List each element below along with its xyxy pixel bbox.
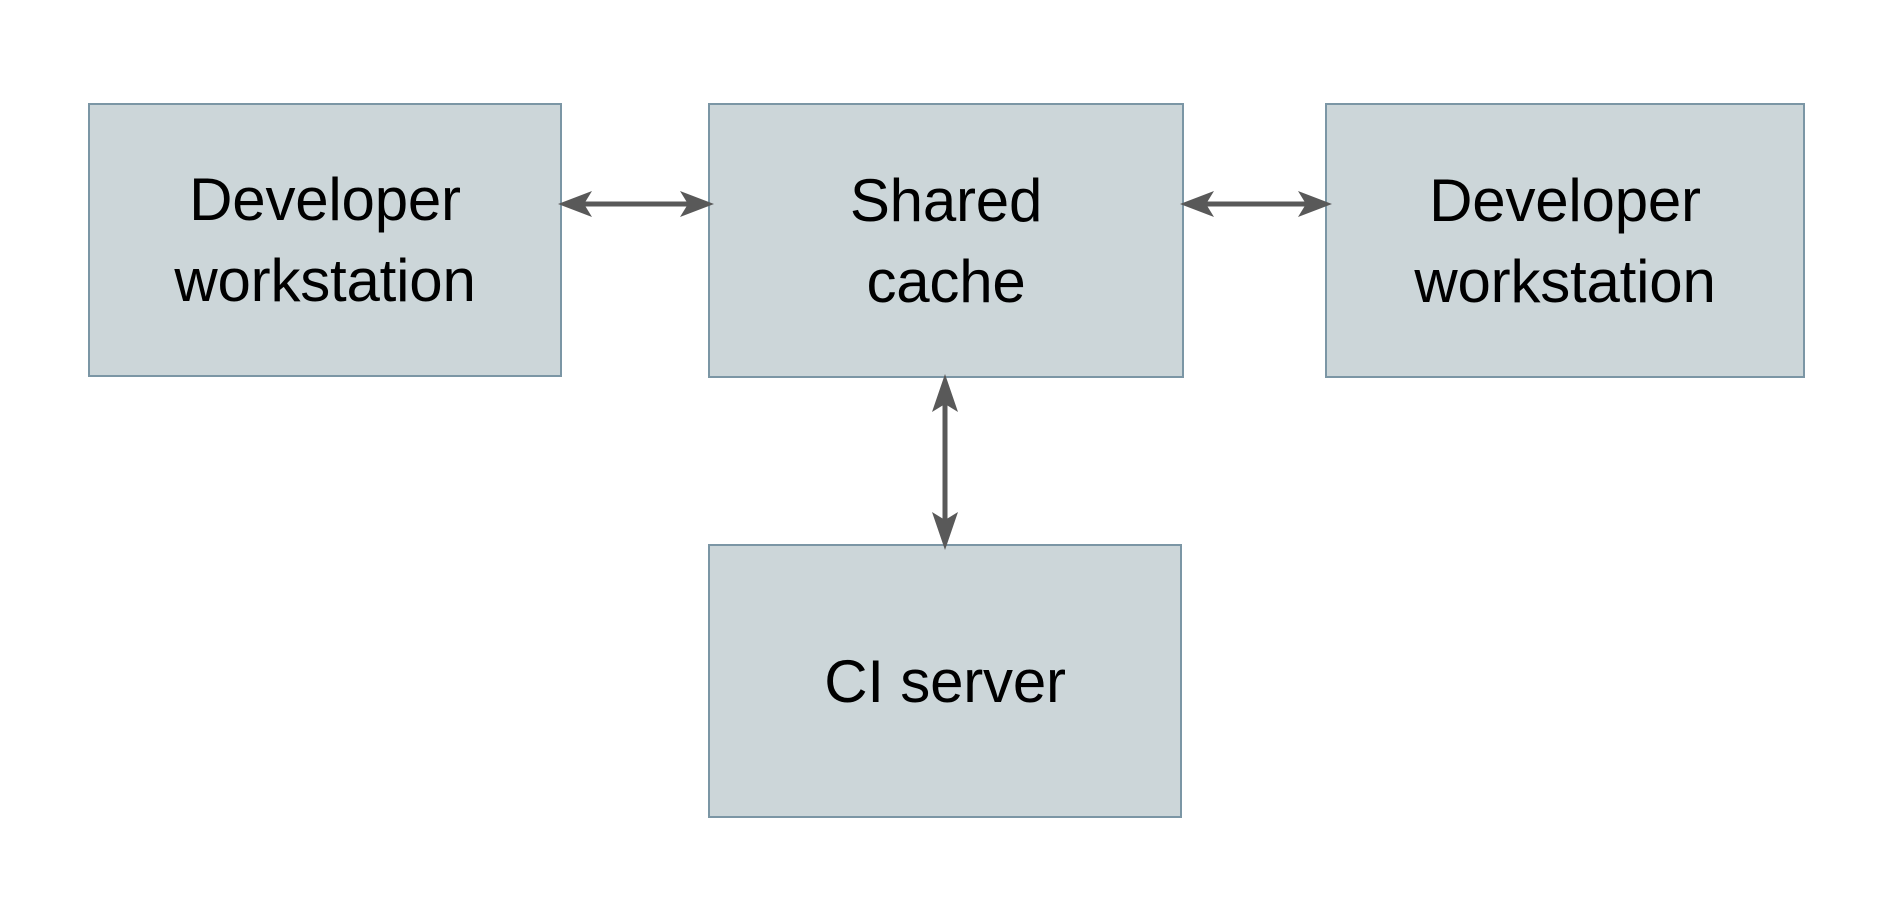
bidirectional-arrow-icon (932, 374, 958, 550)
node-label: Developer workstation (174, 166, 476, 314)
node-shared-cache[interactable]: Shared cache (708, 103, 1184, 378)
node-developer-workstation-left[interactable]: Developer workstation (88, 103, 562, 377)
bidirectional-arrow-icon (1180, 191, 1332, 217)
node-developer-workstation-right[interactable]: Developer workstation (1325, 103, 1805, 378)
edge-shared-cache-to-ci-server (919, 374, 971, 550)
node-label: CI server (824, 647, 1066, 715)
node-label: Developer workstation (1414, 166, 1716, 315)
node-label: Shared cache (849, 166, 1043, 315)
edge-developer-workstation-left-to-shared-cache (558, 178, 714, 230)
edge-shared-cache-to-developer-workstation-right (1180, 178, 1332, 230)
node-ci-server[interactable]: CI server (708, 544, 1182, 818)
bidirectional-arrow-icon (558, 191, 714, 217)
